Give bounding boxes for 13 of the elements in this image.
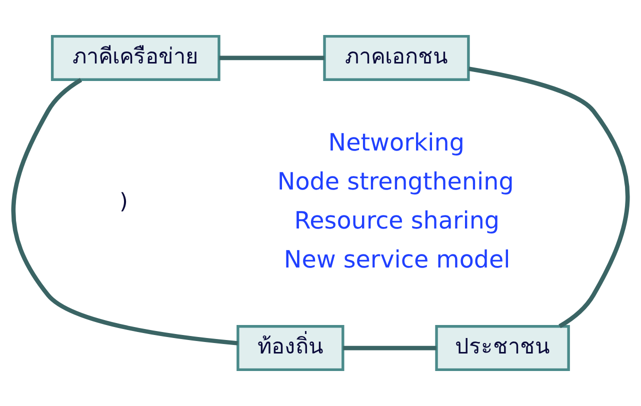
node-box: ภาคเอกชน: [323, 34, 470, 81]
node-box: ประชาชน: [435, 325, 570, 372]
label: Node strengthening: [277, 168, 514, 196]
label: Networking: [328, 128, 464, 157]
label: Resource sharing: [294, 206, 500, 235]
connector: [468, 66, 630, 328]
label: New service model: [284, 246, 510, 274]
node-box: ท้องถิ่น: [236, 325, 344, 372]
connector: [11, 78, 238, 346]
connector: [343, 346, 436, 350]
node-box: ภาคีเครือข่าย: [50, 34, 220, 81]
label: ): [120, 189, 128, 214]
connector: [219, 56, 324, 60]
